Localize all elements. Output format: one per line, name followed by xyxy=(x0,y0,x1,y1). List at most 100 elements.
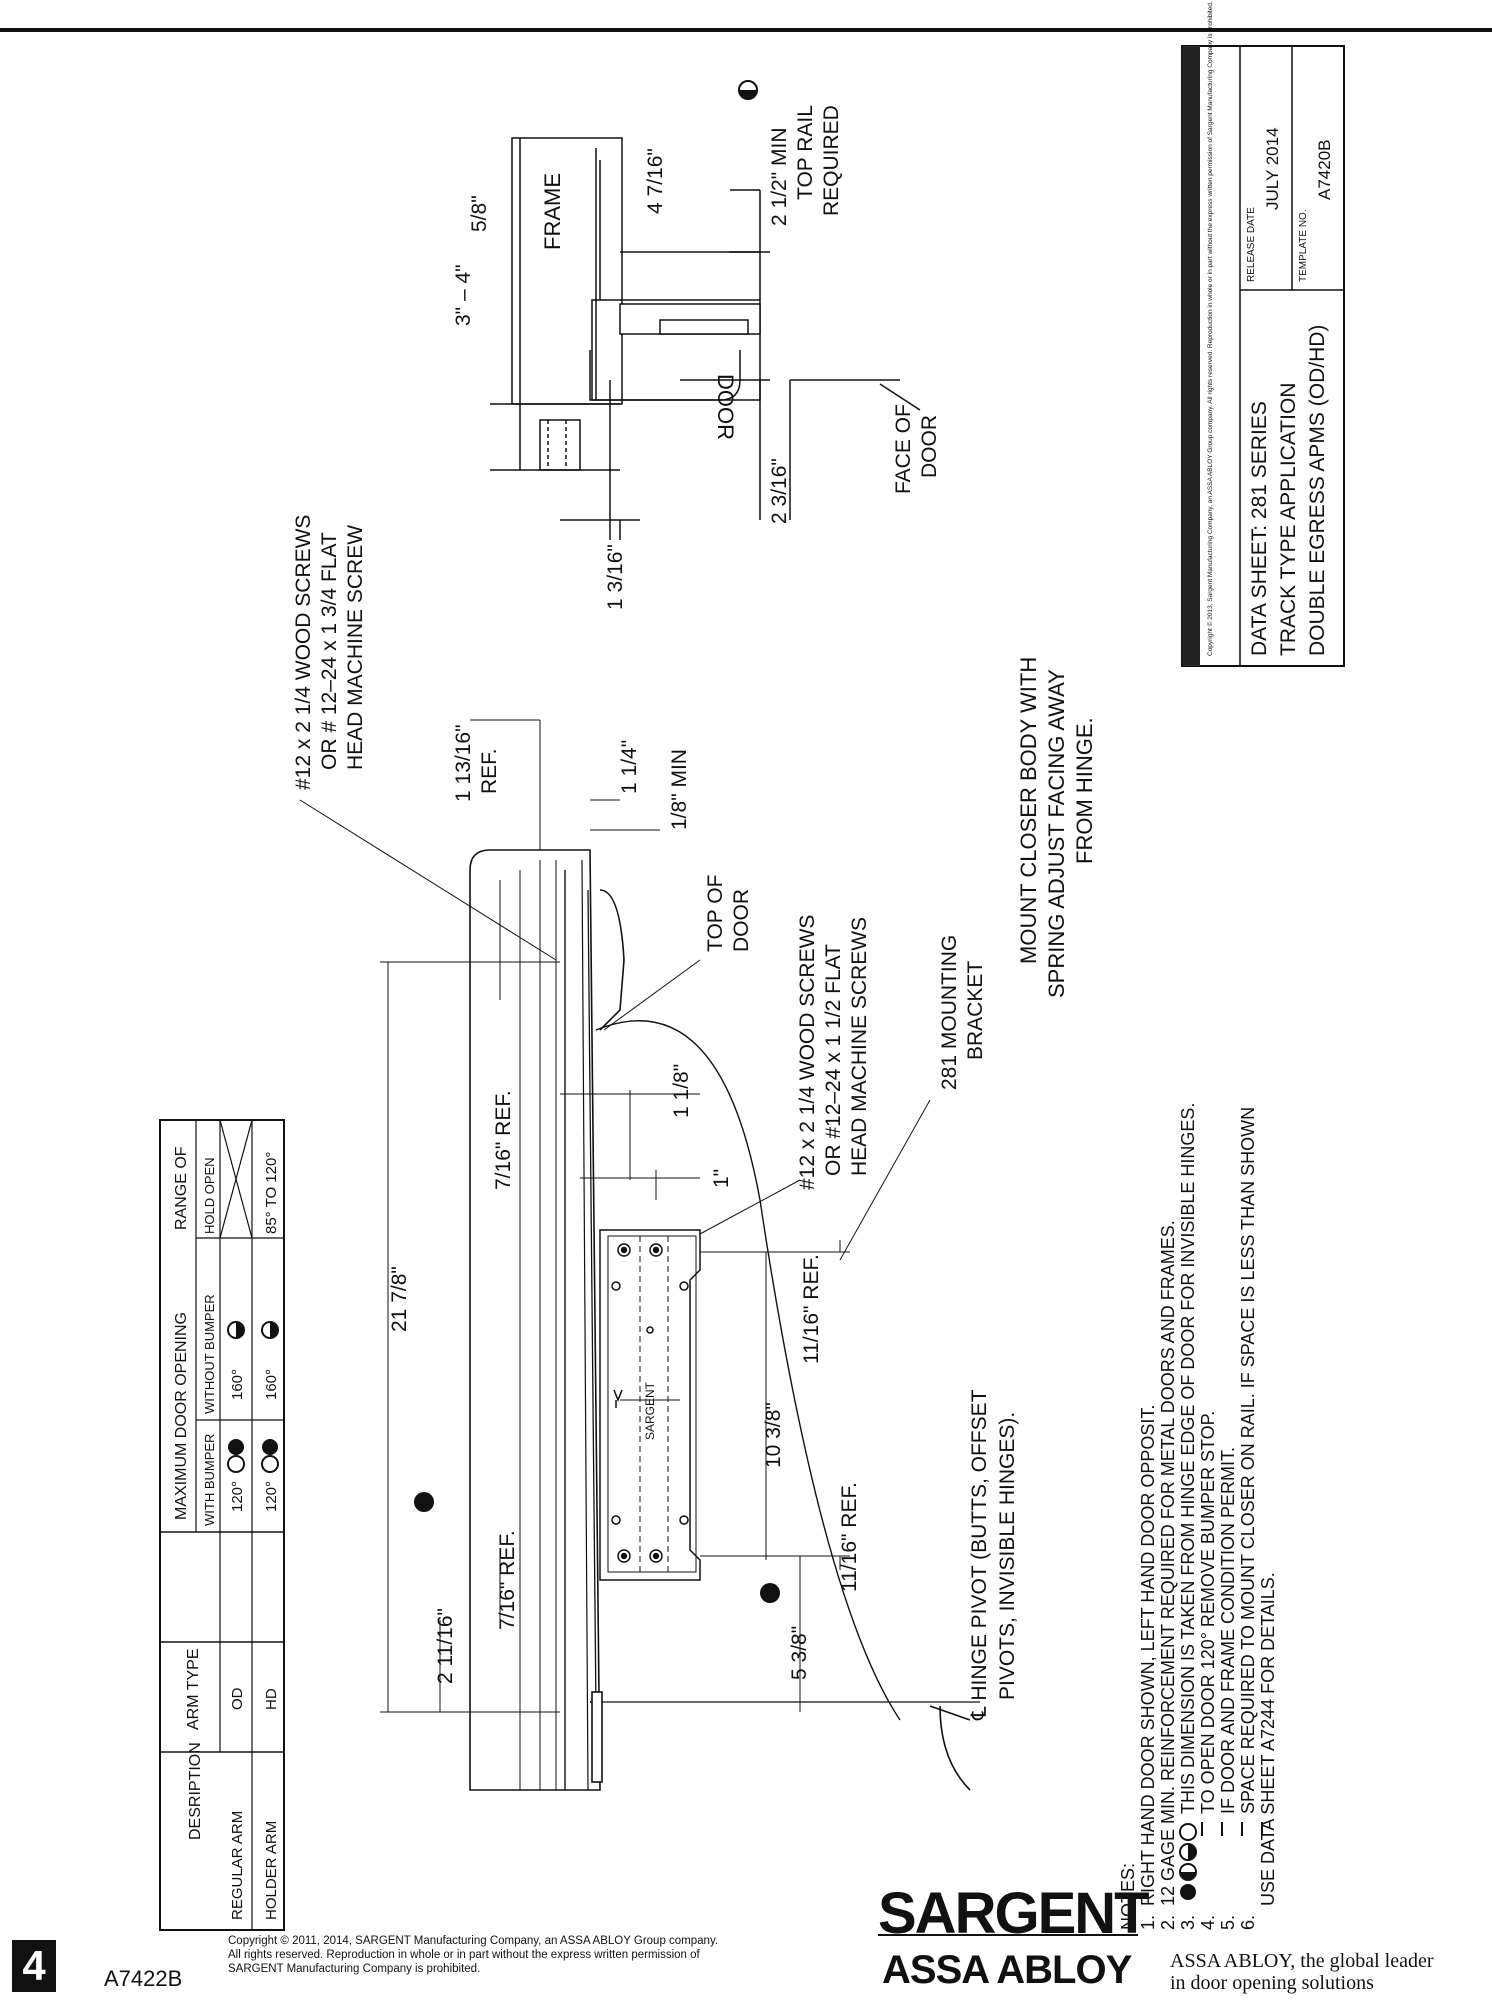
note-1-text: RIGHT HAND DOOR SHOWN, LEFT HAND DOOR OP… xyxy=(1138,1405,1158,1906)
dim-2-1-2-min: 2 1/2" MIN xyxy=(768,128,791,227)
door-label: DOOR xyxy=(713,374,738,440)
table-header-arm-type: ARM TYPE xyxy=(185,1649,202,1731)
logo-divider xyxy=(878,1934,1138,1936)
row1-without-bumper: 160° xyxy=(229,1369,246,1400)
notes-heading: NOTES: xyxy=(1118,1863,1138,1930)
row1-arm-type: OD xyxy=(229,1687,246,1710)
bracket-label-line1: 281 MOUNTING xyxy=(938,935,961,1090)
sargent-logo: SARGENT xyxy=(878,1881,1150,1946)
face-of-door-1: FACE OF xyxy=(892,404,915,494)
table-header-hold-open: HOLD OPEN xyxy=(202,1157,217,1234)
row2-hold-open: 85° TO 120° xyxy=(263,1152,280,1234)
mount-note-line2: SPRING ADJUST FACING AWAY xyxy=(1044,669,1069,998)
brand-tagline-line2: in door opening solutions xyxy=(1170,1972,1374,1994)
note-2-text: 12 GAGE MIN. REINFORCEMENT REQUIRED FOR … xyxy=(1158,1220,1178,1906)
mounting-bracket xyxy=(599,1229,701,1581)
arm-type-table xyxy=(159,1119,285,1931)
note-1-num: 1. xyxy=(1138,1915,1158,1930)
screws-top-line2: OR # 12–24 x 1 3/4 FLAT xyxy=(318,532,341,770)
row1-with-bumper: 120° xyxy=(229,1481,246,1512)
dim-7-16-ref-a: 7/16" REF. xyxy=(496,1530,519,1630)
dim-ref: REF. xyxy=(478,748,501,794)
brand-tagline: ASSA ABLOY, the global leader in door op… xyxy=(1170,1950,1480,1994)
release-date-value: JULY 2014 xyxy=(1263,127,1282,210)
note-6-cont: USE DATA SHEET A7244 FOR DETAILS. xyxy=(1258,1572,1278,1906)
dimension-text: 21 7/8" 2 11/16" 7/16" REF. 7/16" REF. 5… xyxy=(388,105,861,1684)
row2-description: HOLDER ARM xyxy=(263,1821,280,1920)
title-block: Copyright © 2013, Sargent Manufacturing … xyxy=(1181,1,1345,667)
screws-mid-line3: HEAD MACHINE SCREWS xyxy=(848,917,871,1176)
note-6-num: 6. xyxy=(1238,1915,1258,1930)
table-header-with-bumper: WITH BUMPER xyxy=(202,1434,217,1526)
footer-template-no: A7422B xyxy=(104,1966,183,1991)
dim-2-11-16: 2 11/16" xyxy=(434,1608,457,1684)
dim-1-8-min: 1/8" MIN xyxy=(668,749,691,830)
title-line3: DOUBLE EGRESS APMS (OD/HD) xyxy=(1306,325,1329,656)
door-frame-outline xyxy=(469,849,980,1791)
release-date-label: RELEASE DATE xyxy=(1246,207,1257,282)
note3-bullet-b xyxy=(760,1583,780,1603)
top-rule xyxy=(0,28,1492,32)
footer-copyright-line2: All rights reserved. Reproduction in who… xyxy=(228,1949,700,1961)
template-no-label: TEMPLATE NO. xyxy=(1298,209,1309,282)
dim-5-8: 5/8" xyxy=(468,195,491,232)
row2-without-bumper: 160° xyxy=(263,1369,280,1400)
screws-top-line3: HEAD MACHINE SCREW xyxy=(344,525,367,770)
row2-arm-type: HD xyxy=(263,1688,280,1710)
face-of-door-2: DOOR xyxy=(918,415,941,478)
table-header-description: DESRIPTION xyxy=(187,1742,204,1840)
row1-description: REGULAR ARM xyxy=(229,1811,246,1920)
mount-note-line3: FROM HINGE. xyxy=(1072,717,1097,864)
page-number: 4 xyxy=(12,1940,56,1992)
note-4-text: TO OPEN DOOR 120° REMOVE BUMPER STOP. xyxy=(1198,1411,1218,1814)
note-6-text: SPACE REQUIRED TO MOUNT CLOSER ON RAIL. … xyxy=(1238,1107,1258,1814)
note-3-num: 3. xyxy=(1178,1915,1198,1930)
dim-11-16-ref-b: 11/16" REF. xyxy=(800,1254,823,1364)
table-note-symbols xyxy=(227,1321,279,1473)
dim-10-3-8: 10 3/8" xyxy=(762,1402,785,1468)
footer-copyright-line3: SARGENT Manufacturing Company is prohibi… xyxy=(228,1963,481,1975)
dim-5-3-8: 5 3/8" xyxy=(788,1626,811,1680)
note-2-num: 2. xyxy=(1158,1915,1178,1930)
dim-1-1-4: 1 1/4" xyxy=(618,740,641,794)
dim-21-7-8: 21 7/8" xyxy=(388,1266,411,1332)
table-header-range: RANGE OF xyxy=(173,1146,190,1230)
dim-required: REQUIRED xyxy=(820,105,843,216)
row2-with-bumper: 120° xyxy=(263,1481,280,1512)
dimension-lines xyxy=(299,719,931,1713)
brand-tagline-line1: ASSA ABLOY, the global leader xyxy=(1170,1950,1434,1972)
assa-abloy-logo: ASSA ABLOY xyxy=(882,1948,1132,1992)
dim-1: 1" xyxy=(710,1169,733,1188)
title-copyright: Copyright © 2013, Sargent Manufacturing … xyxy=(1206,1,1214,656)
bracket-brand-text: SARGENT xyxy=(643,1381,657,1440)
arm-table-text: DESRIPTION ARM TYPE MAXIMUM DOOR OPENING… xyxy=(173,1146,280,1920)
mount-note-line1: MOUNT CLOSER BODY WITH xyxy=(1016,657,1041,964)
hinge-pivot-line2: PIVOTS, INVISIBLE HINGES). xyxy=(996,1412,1019,1700)
top-of-door-line2: DOOR xyxy=(730,889,753,952)
footer-copyright: Copyright © 2011, 2014, SARGENT Manufact… xyxy=(228,1934,828,1976)
callout-labels: #12 x 2 1/4 WOOD SCREWS OR # 12–24 x 1 3… xyxy=(292,515,1097,1721)
dim-2-3-16: 2 3/16" xyxy=(768,458,791,524)
frame-label: FRAME xyxy=(540,173,565,250)
top-of-door-line1: TOP OF xyxy=(704,875,727,952)
note-5-num: 5. xyxy=(1218,1915,1238,1930)
frame-section xyxy=(490,137,921,540)
dim-1-13-16: 1 13/16" xyxy=(452,724,475,802)
dim-top-rail: TOP RAIL xyxy=(794,105,817,200)
note-5-text: IF DOOR AND FRAME CONDITION PERMIT. xyxy=(1218,1447,1238,1814)
note-4-num: 4. xyxy=(1198,1915,1218,1930)
footer-copyright-line1: Copyright © 2011, 2014, SARGENT Manufact… xyxy=(228,1935,719,1947)
note3-bullet-a xyxy=(414,1492,434,1512)
dim-4-7-16: 4 7/16" xyxy=(644,148,667,214)
note-symbols xyxy=(1179,1822,1263,1900)
title-line2: TRACK TYPE APPLICATION xyxy=(1277,383,1300,656)
note-3-text: THIS DIMENSION IS TAKEN FROM HINGE EDGE … xyxy=(1178,1103,1198,1814)
dim-1-1-8: 1 1/8" xyxy=(670,1064,693,1118)
dim-11-16-ref-a: 11/16" REF. xyxy=(838,1482,861,1592)
screws-top-line1: #12 x 2 1/4 WOOD SCREWS xyxy=(292,515,315,790)
bracket-label-line2: BRACKET xyxy=(964,961,987,1060)
template-no-value: A7420B xyxy=(1315,140,1334,201)
dim-3-4: 3" – 4" xyxy=(452,264,475,326)
hinge-pivot-line1: ℄ HINGE PIVOT (BUTTS, OFFSET xyxy=(968,1389,991,1721)
